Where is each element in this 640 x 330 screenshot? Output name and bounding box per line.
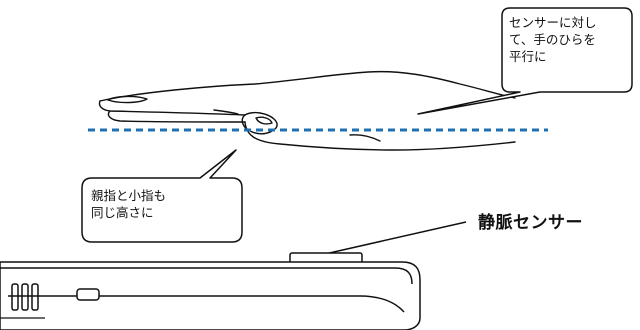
sensor-pointer-line	[324, 221, 467, 255]
vein-sensor-label: 静脈センサー	[478, 213, 583, 233]
callout-right-bubble	[417, 7, 633, 115]
callout-right-line-3: 平行に	[509, 49, 547, 64]
knuckle-line	[213, 109, 239, 115]
callout-left-text: 親指と小指も 同じ高さに	[91, 187, 166, 221]
callout-right-line-2: て、手のひらを	[509, 32, 596, 47]
hand-top-edge	[99, 70, 516, 102]
device-illustration	[0, 252, 421, 330]
thumb-nail	[255, 116, 273, 125]
callout-left-bubble	[81, 149, 243, 243]
callout-right-line-1: センサーに対し	[509, 15, 597, 30]
callout-left-line-2: 同じ高さに	[91, 205, 154, 220]
vent-icon	[11, 283, 39, 311]
palm-bottom	[244, 121, 516, 151]
hand-illustration	[98, 70, 516, 151]
palm-crease	[349, 134, 381, 142]
fingernail	[107, 95, 148, 104]
callout-right-text: センサーに対し て、手のひらを 平行に	[509, 14, 597, 65]
finger-lower	[107, 110, 246, 123]
device-bottom-curve	[8, 295, 405, 313]
callout-left-line-1: 親指と小指も	[91, 188, 167, 203]
finger-upper	[98, 100, 246, 116]
port-icon	[76, 288, 100, 301]
thumb	[241, 111, 278, 135]
device-edge-line	[0, 267, 413, 285]
